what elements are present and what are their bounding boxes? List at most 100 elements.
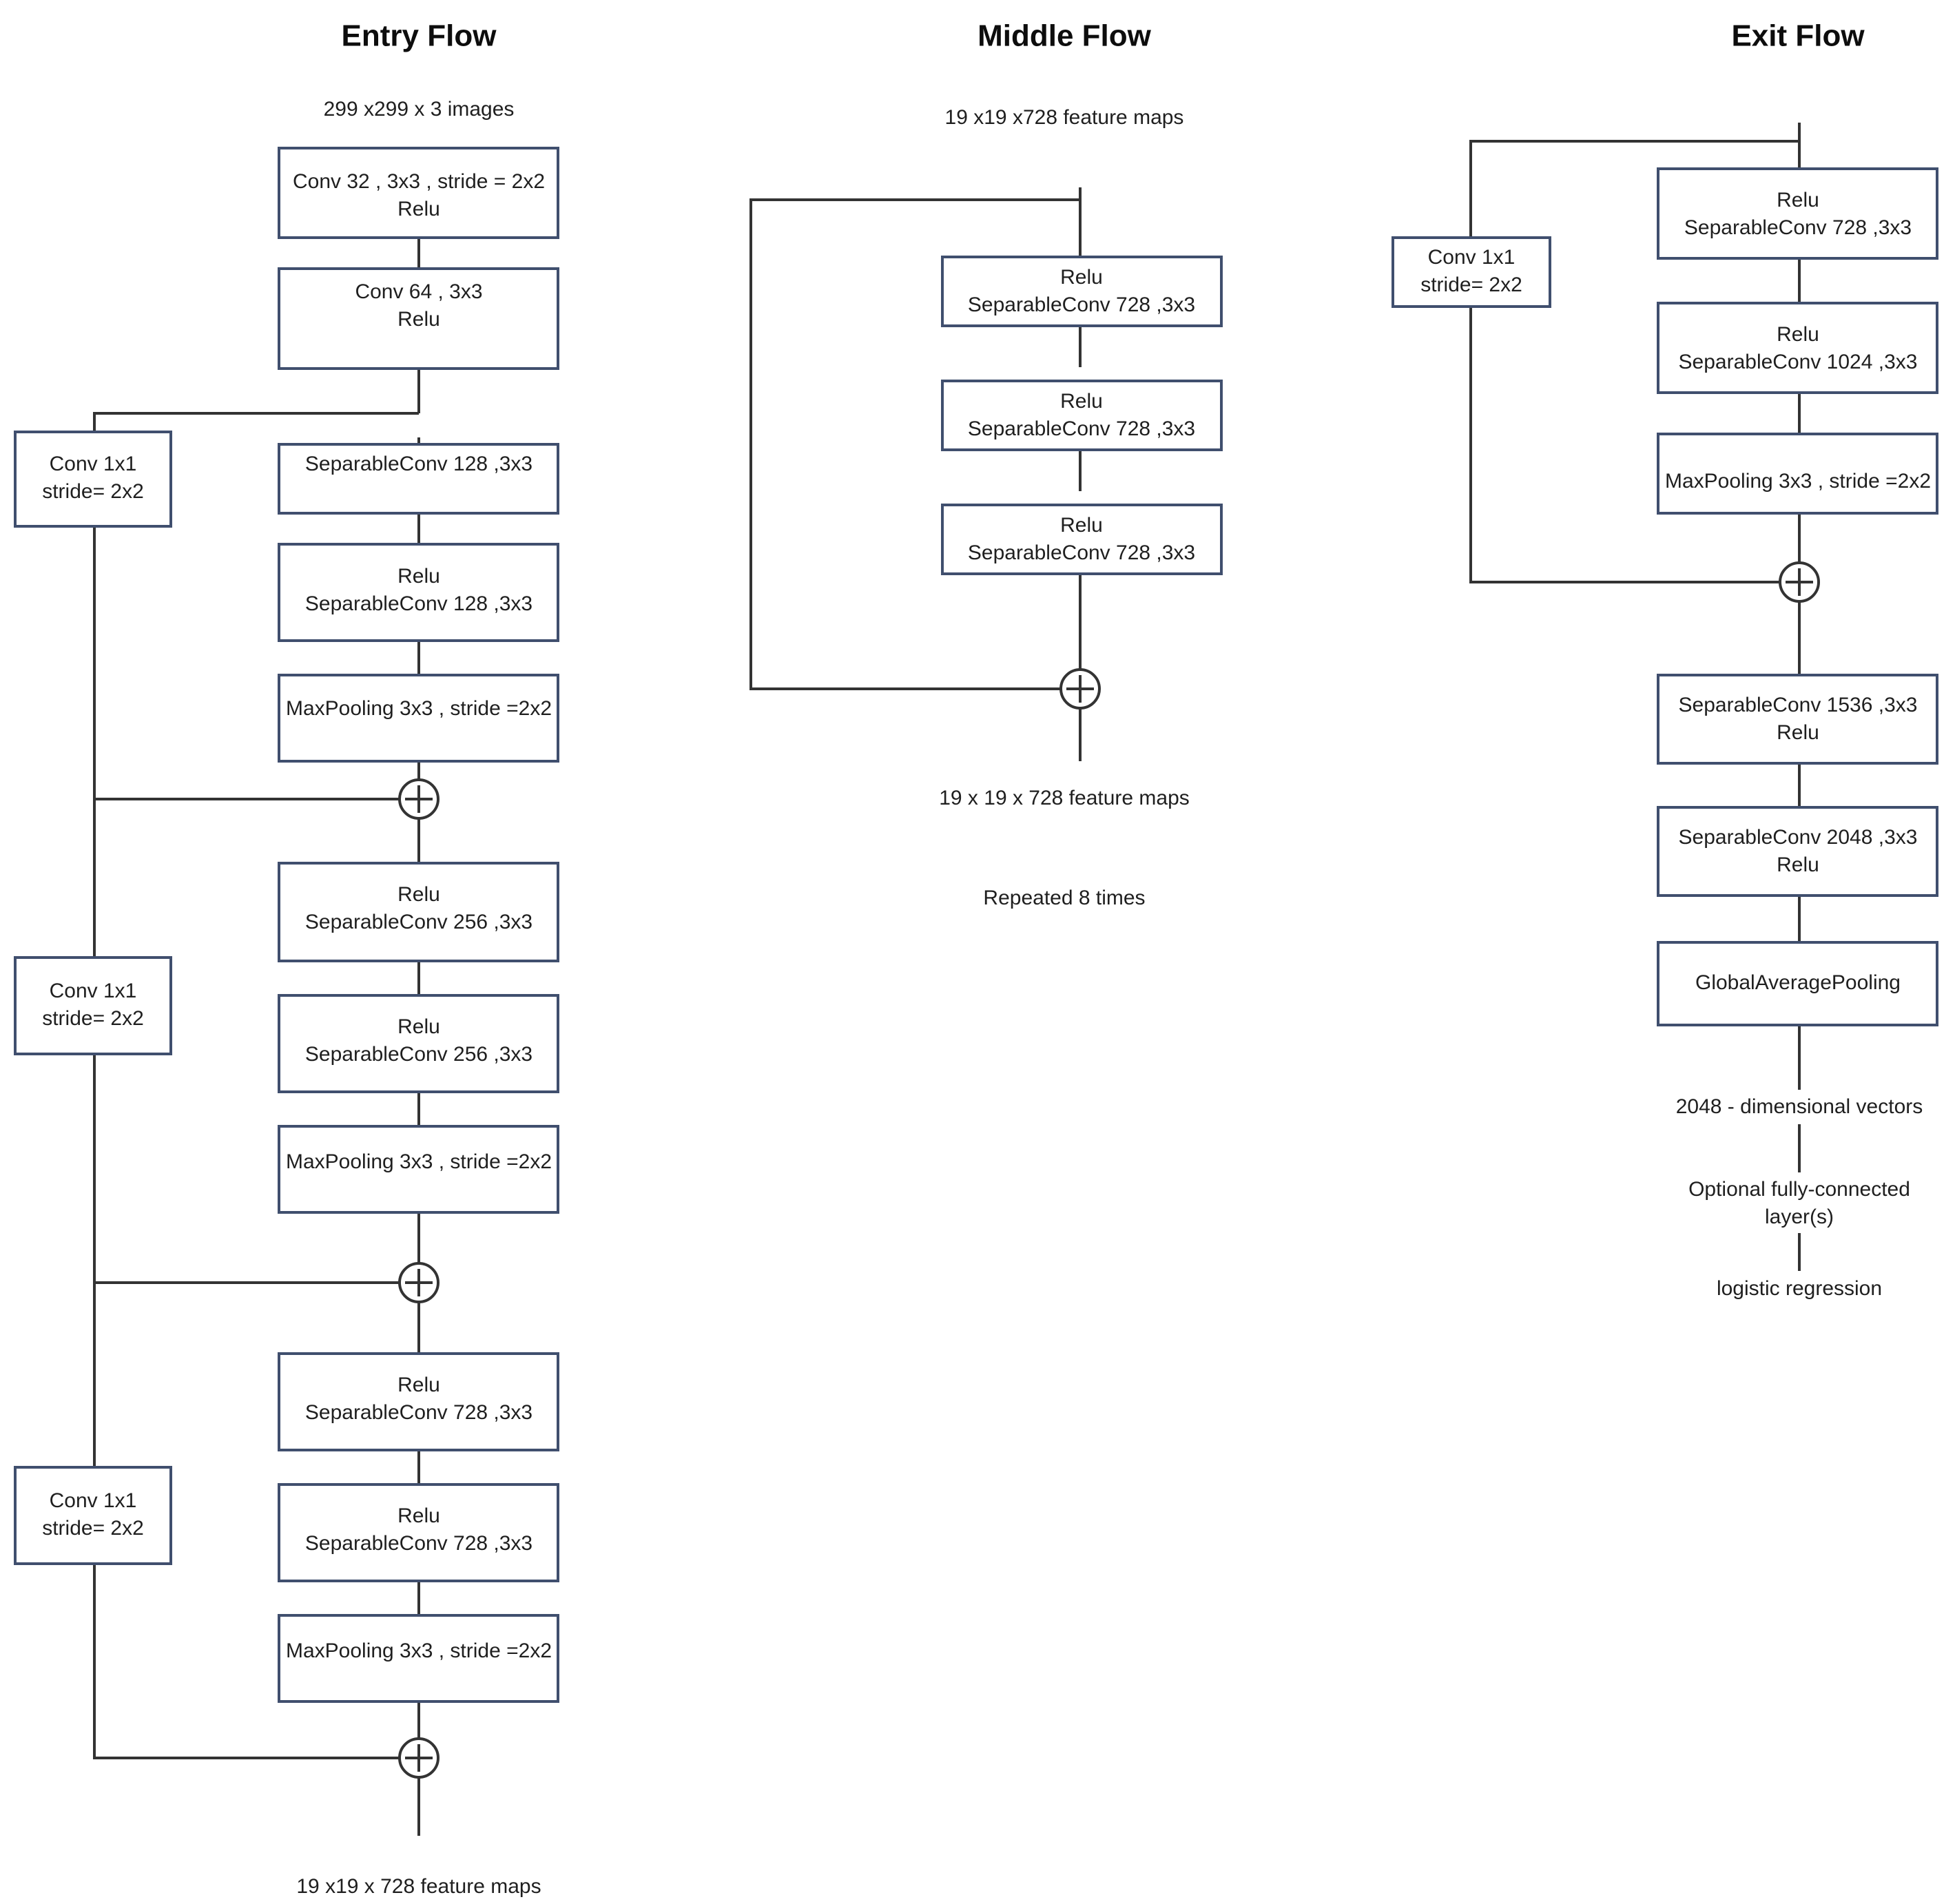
- block-label-line-1: GlobalAveragePooling: [1695, 971, 1901, 994]
- exit-flow-edges: [1469, 123, 1801, 1271]
- exit-flow-column: Exit Flow Conv 1x1 stride= 2x2 Relu Sepa…: [1392, 19, 1938, 1300]
- block-label-line-2: Relu: [1777, 721, 1819, 744]
- block-box: [278, 674, 559, 763]
- block-box: [1657, 941, 1938, 1026]
- block-label-line-1: Conv 64 , 3x3: [355, 280, 482, 303]
- block-label-line-1: SeparableConv 128 ,3x3: [305, 453, 532, 475]
- middle-flow-repeat-label: Repeated 8 times: [983, 887, 1145, 909]
- residual-label-line-2: stride= 2x2: [1420, 273, 1522, 296]
- block-label-line-1: Relu: [1060, 266, 1103, 289]
- entry-flow-input-label: 299 x299 x 3 images: [324, 98, 515, 121]
- block-label-line-1: SeparableConv 1536 ,3x3: [1679, 694, 1918, 716]
- block-box: [278, 1125, 559, 1214]
- block-label-line-2: Relu: [1777, 853, 1819, 876]
- middle-flow-input-label: 19 x19 x728 feature maps: [945, 106, 1184, 129]
- residual-label-line-2: stride= 2x2: [42, 1007, 144, 1030]
- block-label-line-1: Relu: [397, 1374, 440, 1396]
- entry-flow-block-sep128b: Relu SeparableConv 128 ,3x3: [278, 543, 559, 642]
- entry-flow-block-sep128a: SeparableConv 128 ,3x3: [278, 443, 559, 515]
- entry-flow-block-pool3: MaxPooling 3x3 , stride =2x2: [278, 1614, 559, 1703]
- exit-flow-block-xsep1024: Relu SeparableConv 1024 ,3x3: [1657, 302, 1938, 394]
- residual-label-line-1: Conv 1x1: [50, 453, 137, 475]
- block-label-line-2: SeparableConv 256 ,3x3: [305, 911, 532, 933]
- block-box: [941, 256, 1223, 327]
- exit-flow-fc-label-line-2: layer(s): [1765, 1205, 1834, 1228]
- block-box: [941, 380, 1223, 451]
- block-label-line-2: SeparableConv 728 ,3x3: [305, 1532, 532, 1555]
- exit-flow-title: Exit Flow: [1731, 19, 1865, 53]
- exit-flow-block-xsep728: Relu SeparableConv 728 ,3x3: [1657, 167, 1938, 260]
- block-label-line-1: Relu: [1777, 323, 1819, 346]
- block-label-line-2: SeparableConv 256 ,3x3: [305, 1043, 532, 1066]
- entry-flow-residual-res3: Conv 1x1 stride= 2x2: [14, 1466, 172, 1565]
- entry-flow-block-sep728a: Relu SeparableConv 728 ,3x3: [278, 1352, 559, 1451]
- block-label-line-1: Relu: [1060, 514, 1103, 537]
- block-label-line-1: Relu: [397, 1015, 440, 1038]
- exit-flow-logistic-label: logistic regression: [1717, 1277, 1882, 1300]
- residual-label-line-2: stride= 2x2: [42, 1517, 144, 1540]
- block-label-line-1: Relu: [397, 883, 440, 906]
- block-box: [278, 1483, 559, 1582]
- entry-flow-add-node-1: [398, 778, 439, 820]
- residual-branch-top: [1469, 140, 1799, 238]
- block-label-line-2: Relu: [397, 198, 440, 220]
- block-box: [278, 862, 559, 962]
- block-label-line-1: Relu: [397, 1504, 440, 1527]
- block-label-line-1: MaxPooling 3x3 , stride =2x2: [1665, 470, 1931, 493]
- block-box: [1657, 806, 1938, 897]
- block-label-line-1: MaxPooling 3x3 , stride =2x2: [286, 1639, 552, 1662]
- block-label-line-2: SeparableConv 728 ,3x3: [305, 1401, 532, 1424]
- block-label-line-1: Relu: [1777, 189, 1819, 211]
- middle-flow-block-msep2: Relu SeparableConv 728 ,3x3: [941, 380, 1223, 451]
- middle-flow-block-msep1: Relu SeparableConv 728 ,3x3: [941, 256, 1223, 327]
- middle-flow-add-node-1: [1059, 668, 1101, 710]
- middle-flow-edges: [749, 187, 1082, 761]
- entry-flow-output-label: 19 x19 x 728 feature maps: [296, 1875, 541, 1898]
- entry-flow-residual-res1: Conv 1x1 stride= 2x2: [14, 431, 172, 528]
- entry-flow-add-node-3: [398, 1737, 439, 1779]
- entry-flow-title: Entry Flow: [342, 19, 497, 53]
- block-box: [278, 1614, 559, 1703]
- block-box: [278, 994, 559, 1093]
- block-label-line-1: SeparableConv 2048 ,3x3: [1679, 826, 1918, 849]
- entry-flow-column: Entry Flow 299 x299 x 3 images: [14, 19, 559, 1898]
- block-box: [1657, 433, 1938, 515]
- residual-box: [14, 1466, 172, 1565]
- entry-flow-block-conv32: Conv 32 , 3x3 , stride = 2x2 Relu: [278, 147, 559, 239]
- block-box: [941, 504, 1223, 575]
- block-box: [1657, 167, 1938, 260]
- residual-box: [1392, 236, 1551, 308]
- exit-flow-residual-xres1: Conv 1x1 stride= 2x2: [1392, 236, 1551, 308]
- middle-flow-column: Middle Flow 19 x19 x728 feature maps Rel…: [749, 19, 1223, 909]
- middle-flow-output-label: 19 x 19 x 728 feature maps: [939, 787, 1190, 809]
- block-box: [278, 543, 559, 642]
- entry-flow-block-pool1: MaxPooling 3x3 , stride =2x2: [278, 674, 559, 763]
- block-box: [1657, 302, 1938, 394]
- entry-flow-add-node-2: [398, 1262, 439, 1303]
- exit-flow-block-xpool: MaxPooling 3x3 , stride =2x2: [1657, 433, 1938, 515]
- residual-branch-bottom: [1469, 307, 1780, 583]
- entry-flow-edges: [93, 238, 420, 1836]
- block-label-line-2: SeparableConv 728 ,3x3: [968, 293, 1195, 316]
- block-box: [278, 1352, 559, 1451]
- residual-label-line-2: stride= 2x2: [42, 480, 144, 503]
- block-label-line-1: Relu: [397, 565, 440, 588]
- entry-flow-block-sep256b: Relu SeparableConv 256 ,3x3: [278, 994, 559, 1093]
- residual-bypass: [749, 198, 1080, 690]
- block-label-line-1: MaxPooling 3x3 , stride =2x2: [286, 1150, 552, 1173]
- exit-flow-block-xsep1536: SeparableConv 1536 ,3x3 Relu: [1657, 674, 1938, 765]
- block-box: [1657, 674, 1938, 765]
- residual-label-line-1: Conv 1x1: [50, 1489, 137, 1512]
- residual-branch-3-bottom: [93, 1564, 400, 1759]
- block-label-line-1: Relu: [1060, 390, 1103, 413]
- block-label-line-1: Conv 32 , 3x3 , stride = 2x2: [293, 170, 545, 193]
- block-box: [278, 443, 559, 515]
- entry-flow-block-pool2: MaxPooling 3x3 , stride =2x2: [278, 1125, 559, 1214]
- residual-box: [14, 431, 172, 528]
- residual-label-line-1: Conv 1x1: [50, 980, 137, 1002]
- block-box: [278, 147, 559, 239]
- block-label-line-2: Relu: [397, 308, 440, 331]
- block-label-line-2: SeparableConv 1024 ,3x3: [1679, 351, 1918, 373]
- block-box: [278, 267, 559, 370]
